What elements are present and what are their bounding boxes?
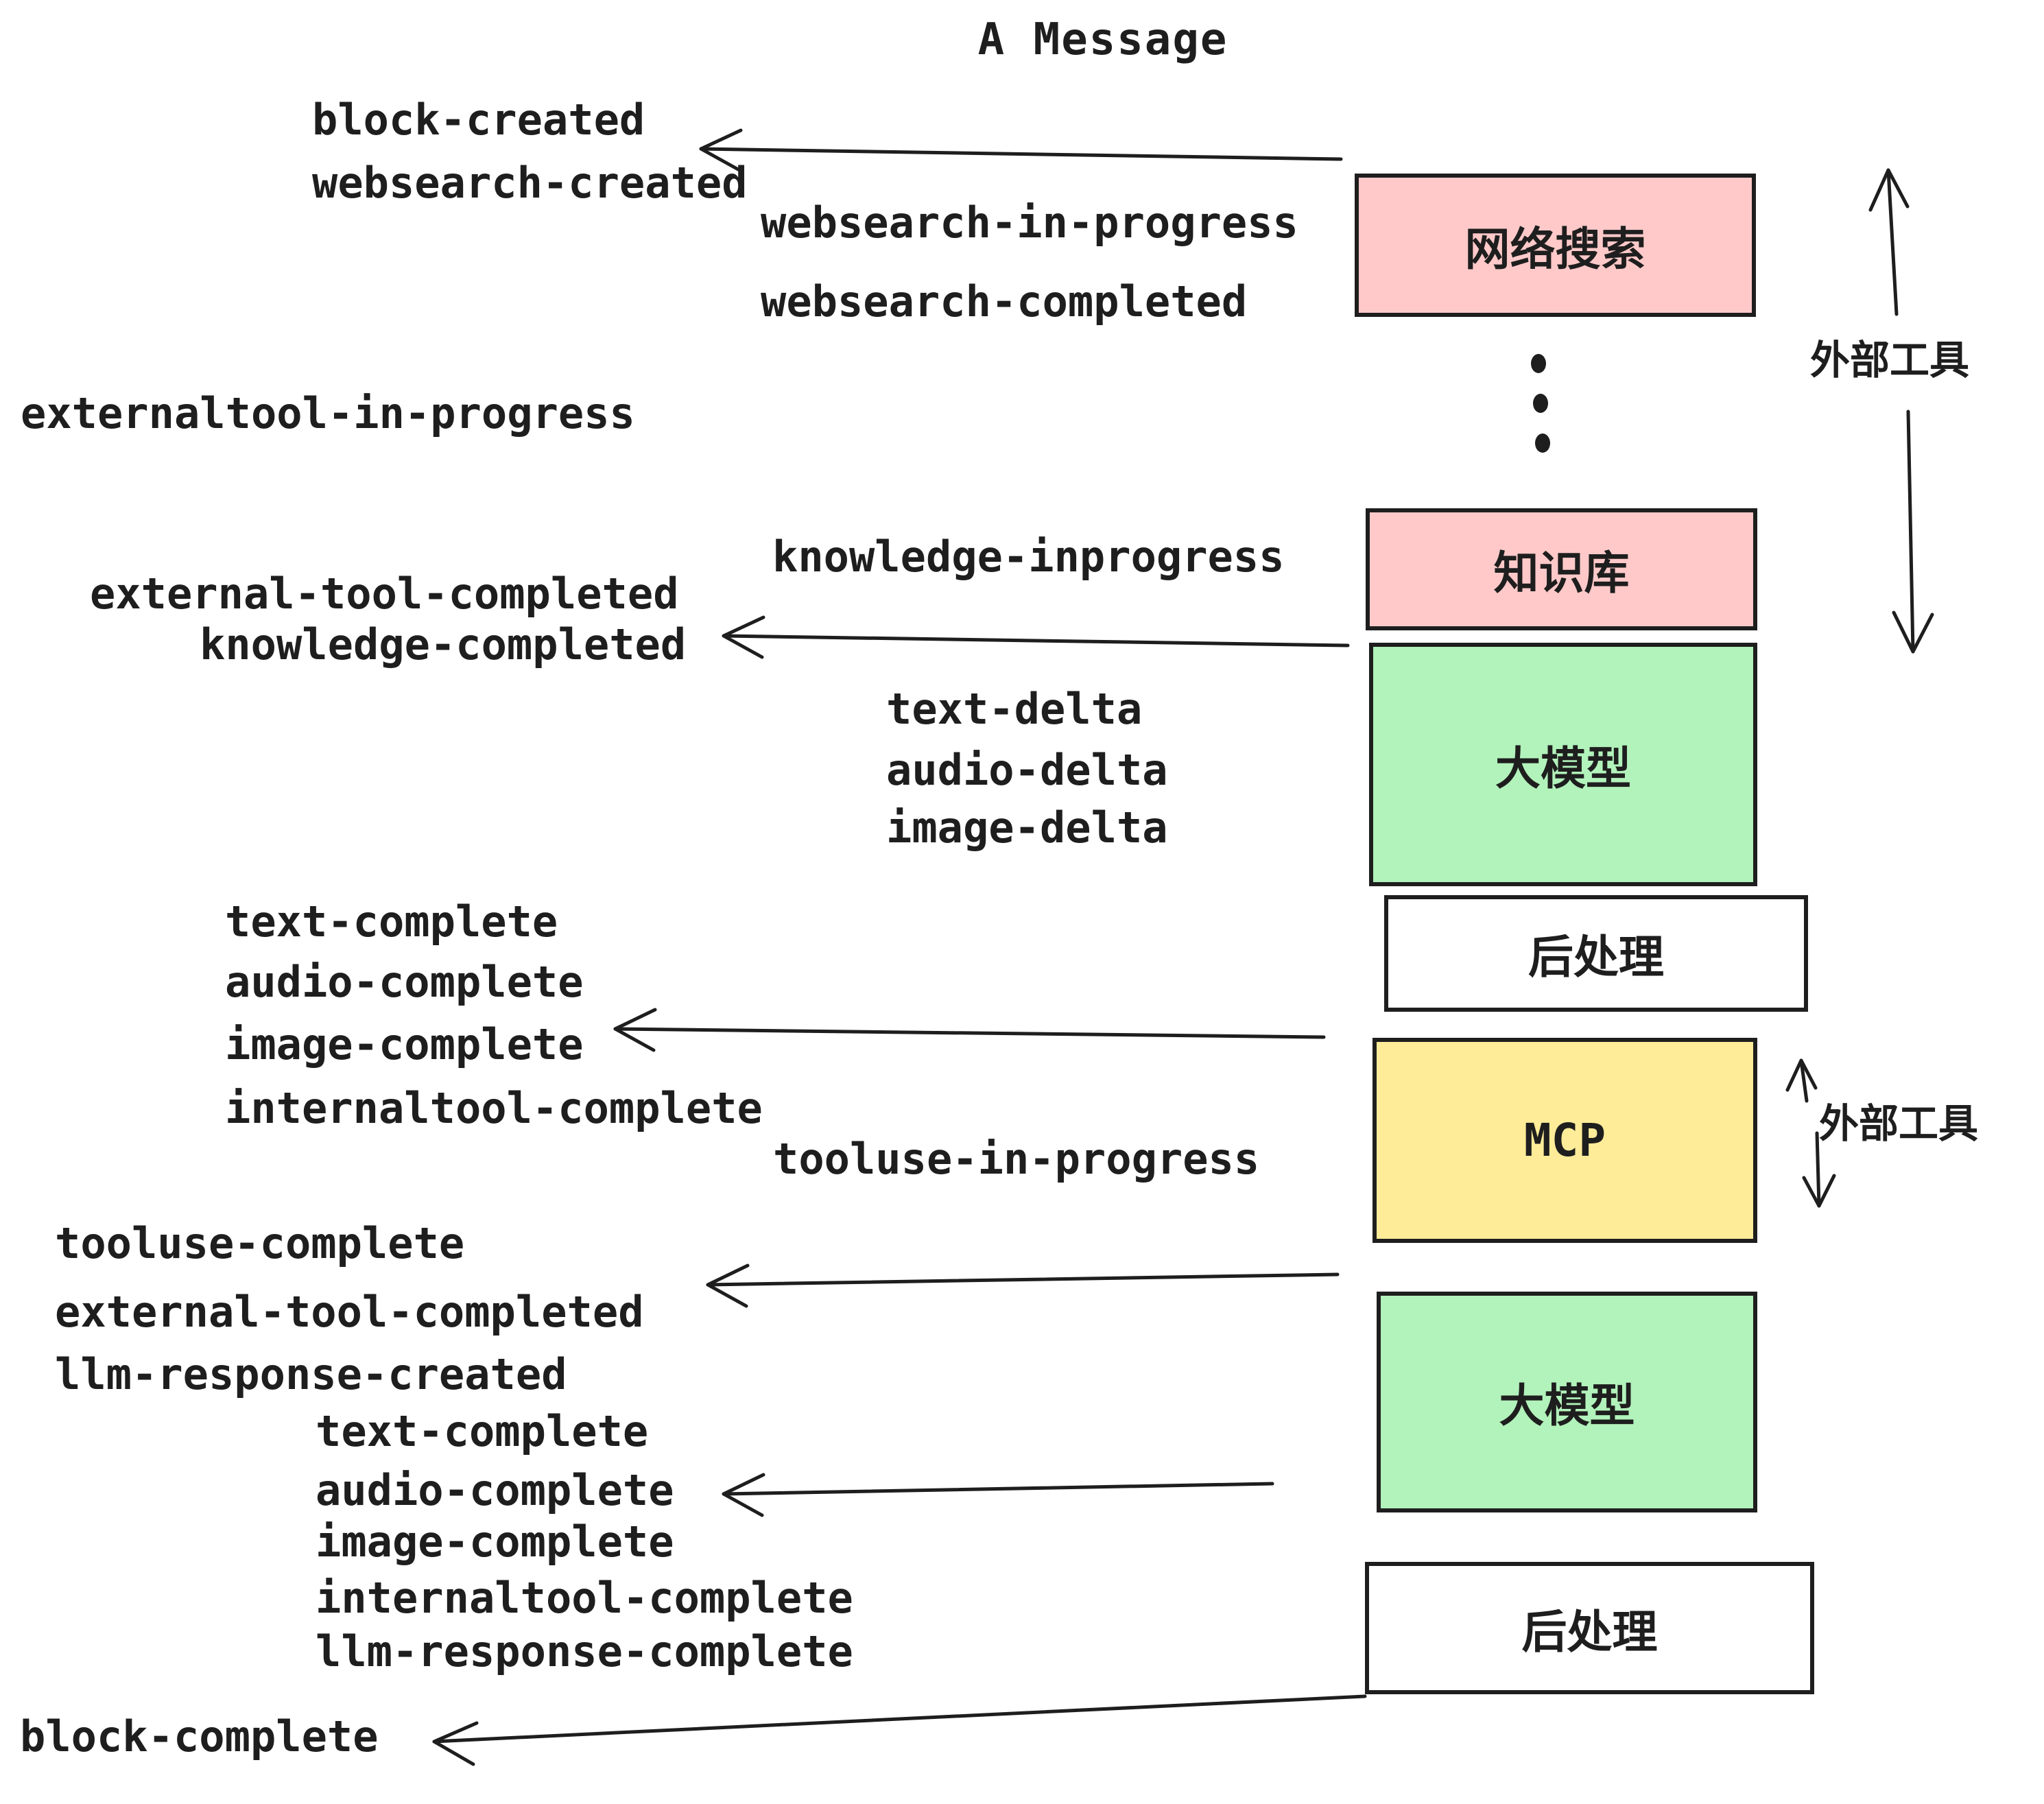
- event-websearch-created: websearch-created: [312, 158, 748, 208]
- event-knowledge-inprogress: knowledge-inprogress: [772, 532, 1285, 582]
- box-llm-1: 大模型: [1369, 643, 1757, 886]
- event-tooluse-in-progress: tooluse-in-progress: [773, 1134, 1260, 1184]
- event-audio-complete-2: audio-complete: [316, 1465, 674, 1515]
- event-llm-response-complete: llm-response-complete: [316, 1626, 853, 1676]
- event-knowledge-completed: knowledge-completed: [200, 619, 687, 669]
- event-block-created: block-created: [312, 95, 645, 145]
- box-websearch-label: 网络搜索: [1464, 222, 1646, 276]
- box-llm-2: 大模型: [1377, 1292, 1757, 1512]
- box-knowledge-label: 知识库: [1493, 547, 1630, 600]
- event-external-tool-completed: external-tool-completed: [90, 569, 679, 619]
- event-image-complete-2: image-complete: [316, 1517, 674, 1567]
- side-label-external-tools-2: 外部工具: [1819, 1100, 1979, 1147]
- event-image-complete-1: image-complete: [225, 1019, 584, 1069]
- event-websearch-completed: websearch-completed: [761, 276, 1248, 327]
- event-external-tool-completed-2: external-tool-completed: [55, 1287, 644, 1337]
- box-llm-1-label: 大模型: [1495, 741, 1631, 795]
- box-post-2: 后处理: [1365, 1562, 1814, 1694]
- event-text-complete-1: text-complete: [225, 897, 558, 947]
- ellipsis-dots: [1531, 354, 1550, 453]
- box-post-1: 后处理: [1384, 895, 1808, 1012]
- box-llm-2-label: 大模型: [1499, 1379, 1635, 1432]
- box-websearch: 网络搜索: [1355, 174, 1756, 317]
- event-block-complete: block-complete: [20, 1711, 379, 1761]
- arrow-mcp-to-tooluse-complete: [706, 1263, 1340, 1308]
- box-knowledge: 知识库: [1366, 508, 1757, 630]
- box-post-1-label: 后处理: [1528, 931, 1664, 984]
- box-mcp: MCP: [1372, 1038, 1757, 1243]
- event-audio-delta-1: audio-delta: [886, 745, 1168, 795]
- event-externaltool-in-progress: externaltool-in-progress: [21, 388, 635, 438]
- arrow-post2-to-block-complete: [432, 1694, 1367, 1766]
- event-tooluse-complete: tooluse-complete: [55, 1218, 465, 1268]
- event-llm-response-created: llm-response-created: [55, 1349, 567, 1399]
- event-internaltool-complete-2: internaltool-complete: [316, 1573, 853, 1623]
- arrow-knowledge-to-completed: [722, 615, 1350, 659]
- side-label-external-tools-1: 外部工具: [1810, 337, 1970, 383]
- external-tools-1-down-arrow: [1892, 410, 1934, 654]
- arrow-llm2-to-complete: [722, 1473, 1274, 1517]
- event-audio-complete-1: audio-complete: [225, 957, 584, 1007]
- event-image-delta-1: image-delta: [886, 803, 1168, 853]
- event-websearch-in-progress: websearch-in-progress: [761, 198, 1298, 248]
- arrow-post1-to-complete: [613, 1008, 1326, 1052]
- diagram-title: A Message: [977, 14, 1228, 65]
- event-internaltool-complete-1: internaltool-complete: [225, 1083, 763, 1133]
- box-post-2-label: 后处理: [1521, 1605, 1658, 1659]
- event-text-complete-2: text-complete: [316, 1406, 649, 1456]
- box-mcp-label: MCP: [1523, 1114, 1606, 1167]
- external-tools-1-up-arrow: [1868, 168, 1910, 316]
- arrow-websearch-to-created: [699, 128, 1343, 172]
- external-tools-2-up-arrow: [1785, 1058, 1818, 1103]
- event-text-delta-1: text-delta: [886, 684, 1143, 734]
